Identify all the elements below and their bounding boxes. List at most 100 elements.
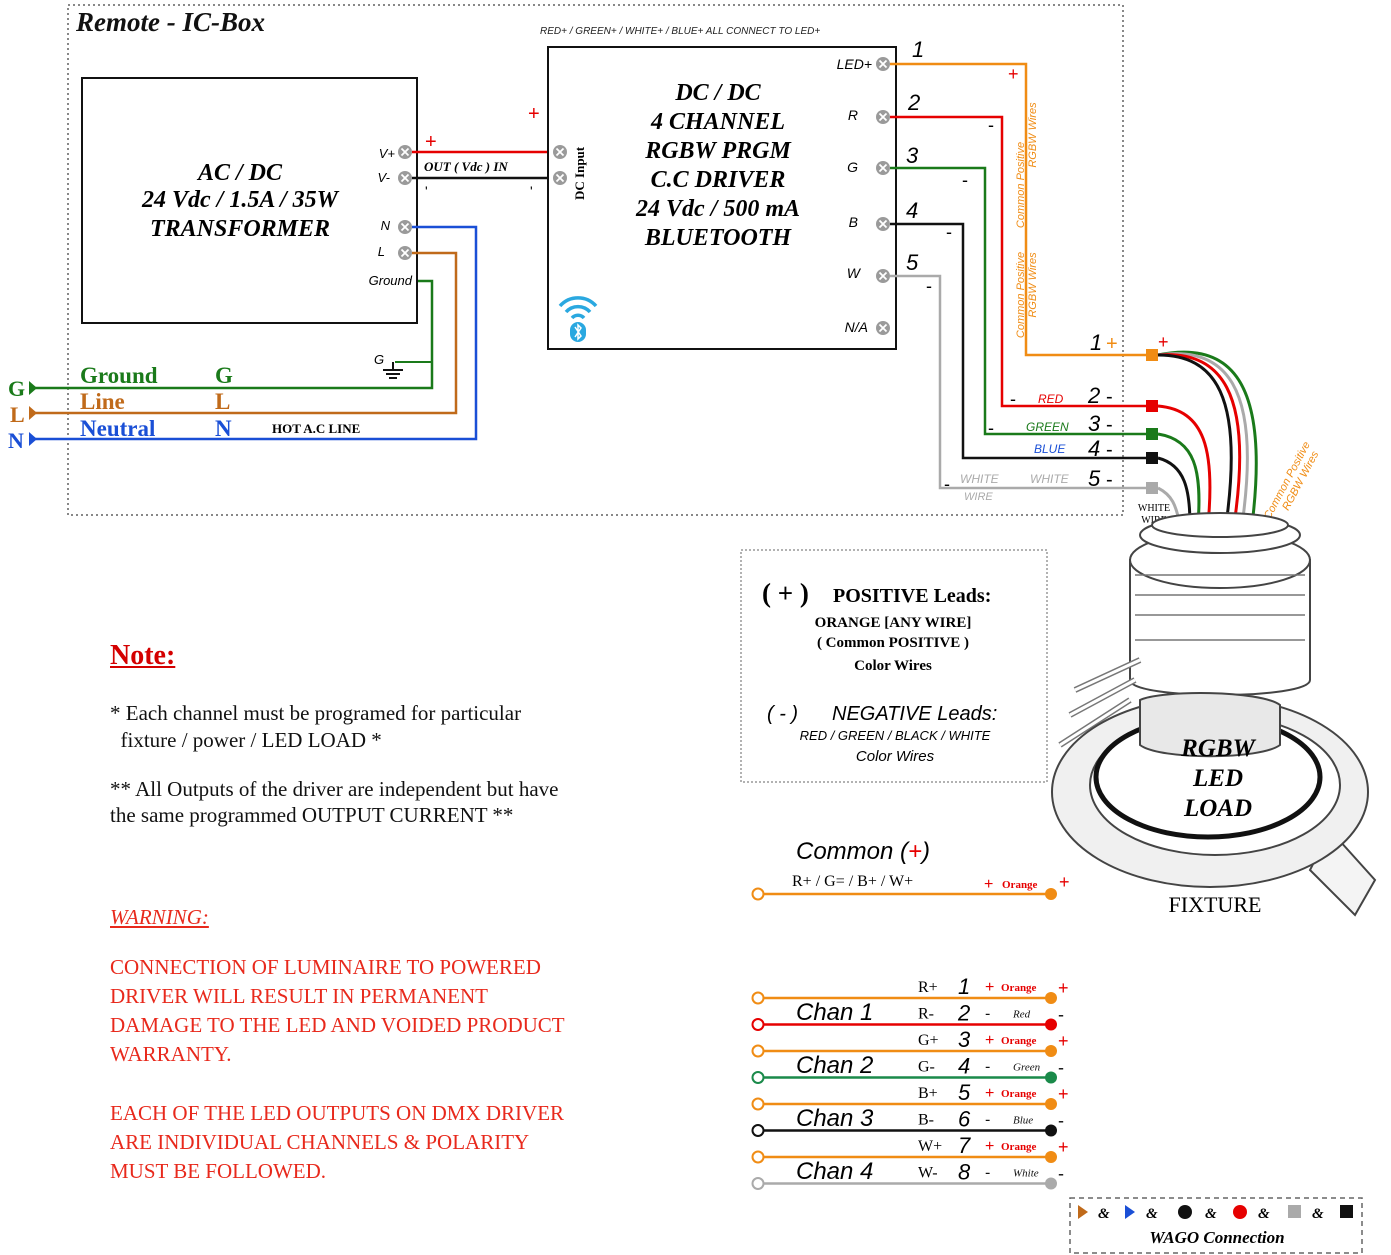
connector-square-icon [1146,482,1158,494]
transformer-terminal-n: N [381,218,391,233]
minus-sign: - [944,474,950,494]
arrow-right-icon [1078,1205,1088,1219]
closed-terminal-icon [1045,1098,1057,1110]
white-wire-label: WIRE [964,491,993,503]
channel-row: W+7+Orange+ [751,1133,1069,1164]
channel-number: 3 [958,1027,971,1052]
load-wire-number: 4 [1088,436,1100,461]
closed-terminal-icon [1045,1018,1057,1031]
line-wire [33,251,458,415]
hot-ac-line-label: HOT A.C LINE [272,421,360,436]
connector-square-icon [1146,452,1158,464]
terminal-l-icon [397,245,413,261]
driver-terminal-g: G [847,159,858,175]
ic-box-title: Remote - IC-Box [75,7,265,37]
plus-sign: + [984,876,993,893]
wago-amp: & [1312,1206,1324,1222]
wago-icons: & & & & & [1078,1205,1353,1222]
open-terminal-icon [751,1097,765,1111]
load-wire-label: GREEN [1026,420,1069,434]
open-terminal-icon [751,1018,765,1031]
load-wire-5: - WHITE WIRE WHITE 5 - [944,466,1158,503]
channel-sign: + [985,979,994,996]
wago-amp: & [1098,1206,1110,1222]
wire-white [890,274,1150,490]
minus-sign: - [1010,389,1016,409]
dc-minus-sign-driver: ' [530,183,533,199]
ground-wire [33,279,434,390]
arrow-right-icon [29,432,37,446]
ac-letter-l: L [10,402,25,427]
warning-title: WARNING: [110,905,209,929]
black-dot-icon [1178,1205,1192,1219]
driver-terminal-b: B [849,214,858,230]
wago-amp: & [1258,1206,1270,1222]
legend-neg-line2: Color Wires [856,748,935,765]
terminal-w-icon [875,268,891,284]
transformer-terminal-l: L [378,244,385,259]
channel-wire-label: Blue [1013,1115,1033,1127]
ground-symbol-icon [383,362,403,379]
warning-line-4: WARRANTY. [110,1042,232,1066]
driver-box [547,46,897,350]
channel-pin: R+ [918,979,938,996]
ac-input-line: L Line L [10,389,230,427]
channel-pin: B+ [918,1085,938,1102]
common-wire-label: Orange [1002,879,1038,891]
black-square-icon [1340,1205,1353,1218]
legend-pos-title: ( + ) [762,578,809,608]
channel-pin: G+ [918,1032,939,1049]
channel-end-sign: - [1058,1164,1064,1184]
fixture-lead-wires [1157,350,1258,526]
closed-terminal-icon [1045,1124,1057,1137]
channel-row: G+3+Orange+ [751,1027,1069,1058]
channel-pin: R- [918,1006,934,1023]
load-wire-number: 2 [1087,383,1100,408]
warning-line-2: DRIVER WILL RESULT IN PERMANENT [110,984,488,1008]
note-line-4: the same programmed OUTPUT CURRENT ** [110,803,514,827]
neutral-wire [33,225,478,441]
arrow-right-icon [29,381,37,395]
minus-sign: - [988,418,994,438]
ground-symbol-label: G [374,352,384,367]
channel-end-sign: - [1058,1111,1064,1131]
connector-square-icon [1146,428,1158,440]
dc-plus-sign: + [425,131,437,153]
load-wire-4: BLUE 4 - [1034,436,1158,464]
svg-text:RGBW Wires: RGBW Wires [1027,252,1039,318]
channel-wire-label: Orange [1001,982,1037,994]
channel-end-sign: + [1058,1084,1069,1104]
load-wire-sign: - [1106,386,1113,408]
terminal-b-icon [875,216,891,232]
channel-wire-label: White [1013,1168,1039,1180]
transformer-terminal-vminus: V- [377,170,390,185]
driver-line2: 4 CHANNEL [650,109,785,135]
channel-list: R+1+Orange+R-2-Red-Chan 1G+3+Orange+G-4-… [751,974,1069,1190]
common-positive-label-top: Common Positive RGBW Wires [1015,102,1039,228]
note-line-3: ** All Outputs of the driver are indepen… [110,777,559,801]
dc-minus-sign: ' [425,183,428,199]
wire-number-3: 3 [906,143,919,168]
dc-input-label: DC Input [572,146,587,200]
driver-input-minus-icon [552,170,568,186]
terminal-r-icon [875,109,891,125]
transformer-line1: AC / DC [196,160,283,186]
transformer-terminal-ground: Ground [369,273,413,288]
ac-name-neutral: Neutral [80,416,155,441]
channel-sign: + [985,1138,994,1155]
closed-terminal-icon [1045,1045,1057,1057]
ac-letter-g: G [8,376,25,401]
open-terminal-icon [751,887,765,901]
legend-pos-line3: Color Wires [854,658,932,674]
driver-line3: RGBW PRGM [644,138,792,164]
channel-row: G-4-Green- [751,1054,1064,1084]
channel-pin: W+ [918,1138,942,1155]
minus-sign: - [988,115,994,135]
note-line-2: fixture / power / LED LOAD * [110,728,382,752]
wire-number-4: 4 [906,198,918,223]
channel-sign: + [985,1032,994,1049]
channel-wire-label: Red [1012,1009,1031,1021]
svg-text:Common Positive: Common Positive [1015,252,1027,338]
common-positive-section: Common (+) R+ / G= / B+ / W+ + Orange + [751,838,1070,901]
